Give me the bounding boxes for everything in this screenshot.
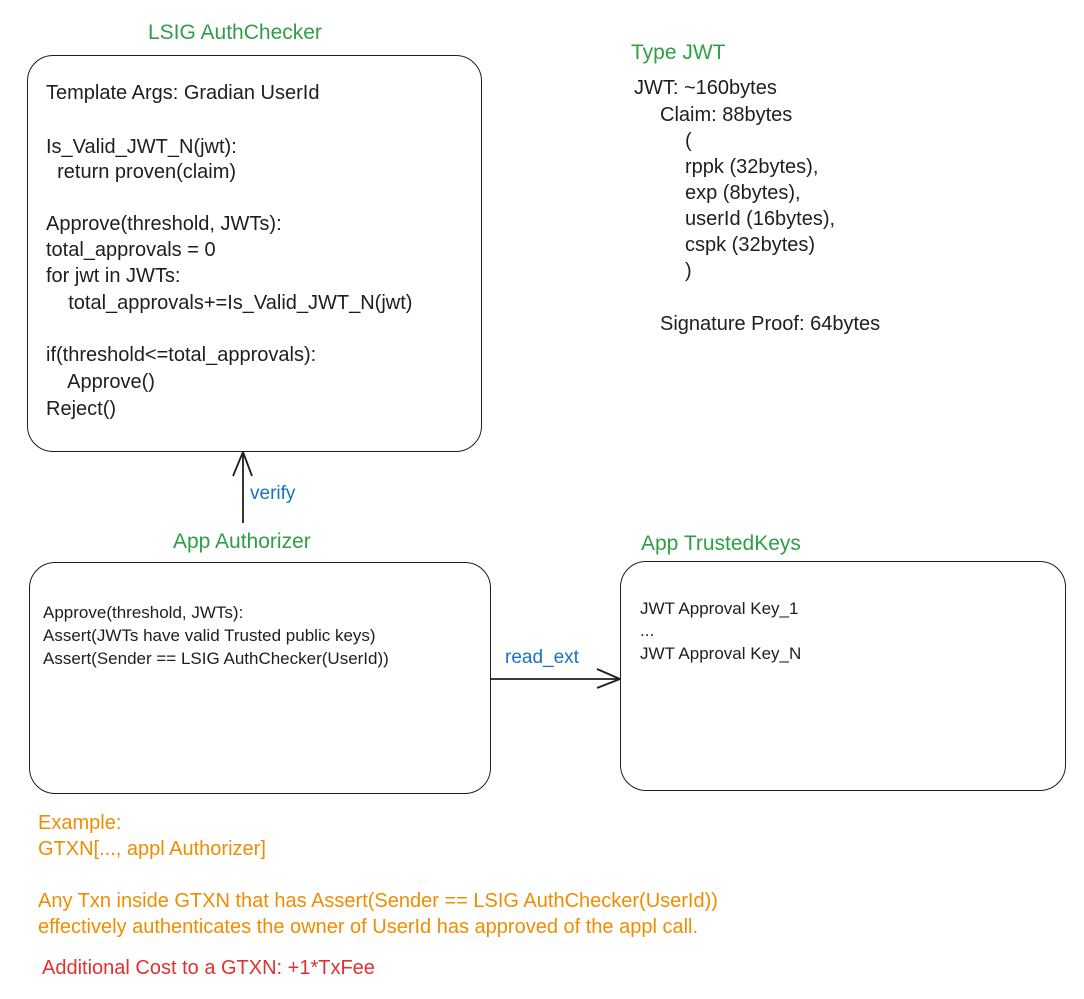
jwt-claim-line: Claim: 88bytes [660, 104, 793, 126]
type-jwt-title: Type JWT [631, 41, 726, 64]
authorizer-line-assert-sender: Assert(Sender == LSIG AuthChecker(UserId… [43, 649, 389, 668]
app-trustedkeys-box[interactable]: JWT Approval Key_1 ... JWT Approval Key_… [620, 561, 1066, 791]
authorizer-line-approve: Approve(threshold, JWTs): [43, 603, 244, 622]
lsig-line-template-args: Template Args: Gradian UserId [46, 82, 320, 104]
lsig-authchecker-box[interactable]: Template Args: Gradian UserId Is_Valid_J… [27, 55, 482, 452]
lsig-line-total-init: total_approvals = 0 [46, 239, 216, 261]
app-authorizer-title: App Authorizer [173, 530, 311, 553]
lsig-line-if-threshold: if(threshold<=total_approvals): [46, 344, 317, 366]
jwt-cspk-line: cspk (32bytes) [685, 234, 816, 256]
app-authorizer-box[interactable]: Approve(threshold, JWTs): Assert(JWTs ha… [29, 562, 491, 794]
additional-cost-note: Additional Cost to a GTXN: +1*TxFee [42, 957, 375, 979]
trustedkeys-line-key-n: JWT Approval Key_N [640, 644, 802, 663]
lsig-line-return: return proven(claim) [46, 161, 237, 183]
jwt-rppk-line: rppk (32bytes), [685, 156, 819, 178]
jwt-close-paren: ) [685, 260, 692, 282]
lsig-line-is-valid-def: Is_Valid_JWT_N(jwt): [46, 136, 237, 158]
verify-label: verify [250, 483, 296, 504]
app-trustedkeys-title: App TrustedKeys [641, 532, 801, 555]
lsig-line-reject: Reject() [46, 398, 117, 420]
trustedkeys-line-key-1: JWT Approval Key_1 [640, 599, 799, 618]
lsig-line-approve-def: Approve(threshold, JWTs): [46, 213, 282, 235]
example-heading: Example: [38, 812, 122, 834]
trustedkeys-line-ellipsis: ... [640, 621, 655, 640]
jwt-open-paren: ( [685, 130, 692, 152]
jwt-signature-line: Signature Proof: 64bytes [660, 313, 881, 335]
jwt-size-line: JWT: ~160bytes [634, 77, 777, 99]
authorizer-line-assert-keys: Assert(JWTs have valid Trusted public ke… [43, 626, 376, 645]
lsig-line-for-loop: for jwt in JWTs: [46, 265, 181, 287]
jwt-exp-line: exp (8bytes), [685, 182, 801, 204]
example-note-line-1: Any Txn inside GTXN that has Assert(Send… [38, 890, 718, 912]
example-gtxn: GTXN[..., appl Authorizer] [38, 838, 266, 860]
lsig-line-total-accum: total_approvals+=Is_Valid_JWT_N(jwt) [46, 292, 413, 314]
jwt-userid-line: userId (16bytes), [685, 208, 836, 230]
example-note-line-2: effectively authenticates the owner of U… [38, 916, 699, 938]
read-ext-label: read_ext [505, 647, 579, 668]
verify-arrowhead [232, 451, 253, 477]
lsig-line-approve-call: Approve() [46, 371, 155, 393]
lsig-authchecker-title: LSIG AuthChecker [148, 21, 322, 44]
